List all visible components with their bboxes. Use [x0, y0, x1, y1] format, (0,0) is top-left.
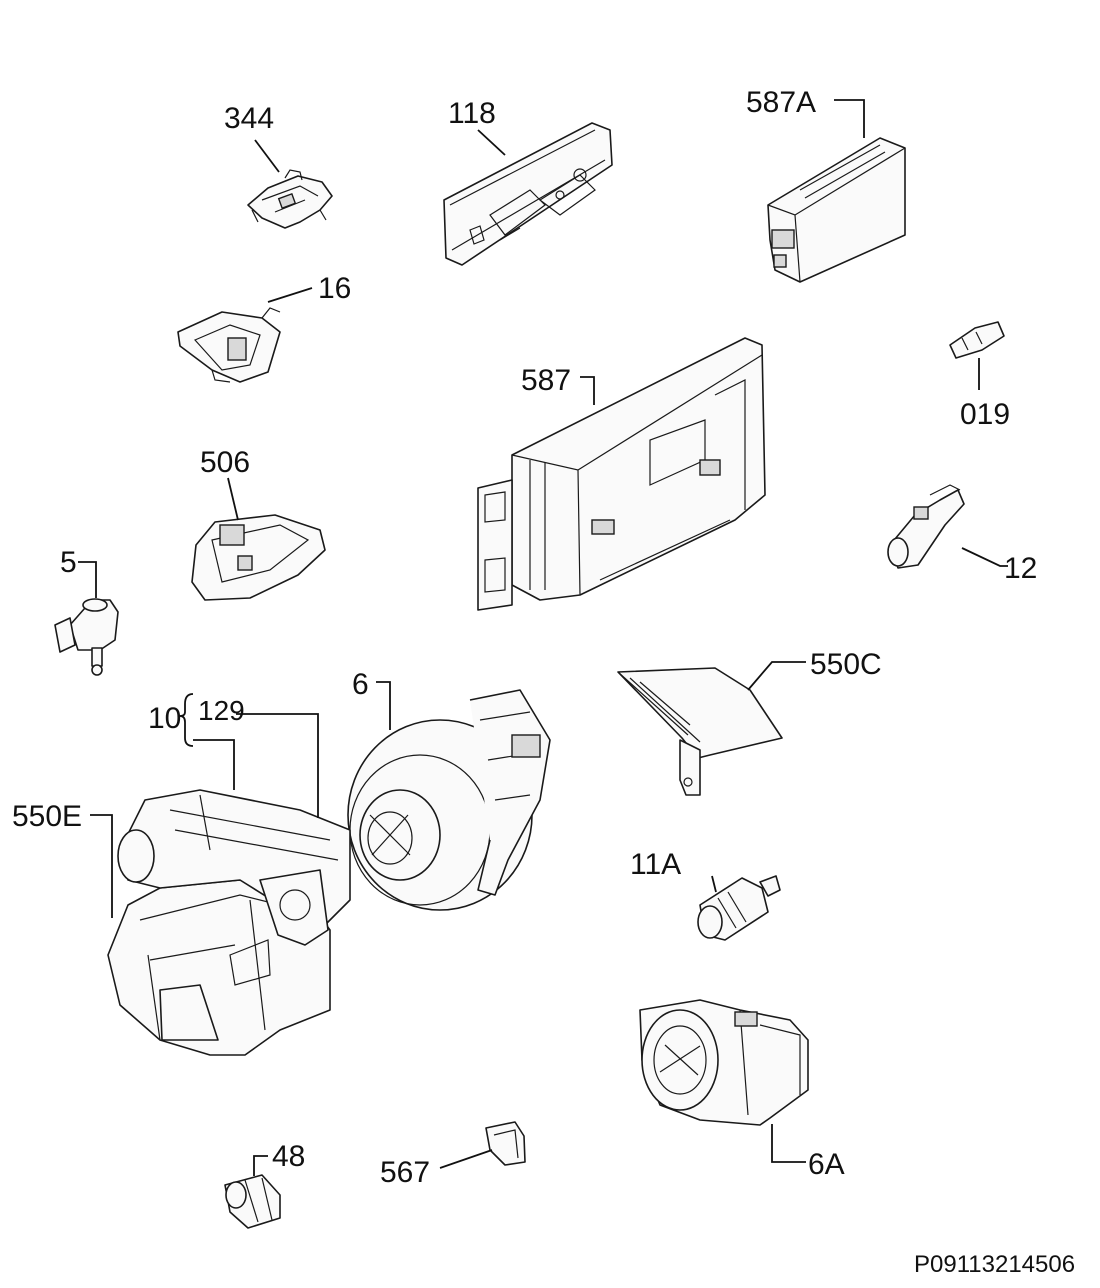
- label-6: 6: [352, 668, 369, 701]
- part-6A: [639, 999, 809, 1126]
- leader-506: [227, 477, 239, 521]
- leader-5: [78, 561, 97, 598]
- leader-6: [376, 681, 391, 730]
- label-16: 16: [318, 272, 351, 305]
- label-10: 10: [148, 702, 181, 735]
- leader-118: [477, 129, 506, 156]
- leader-587A: [834, 99, 865, 138]
- label-567: 567: [380, 1156, 430, 1189]
- part-550C: [617, 667, 783, 796]
- leader-11A: [711, 875, 717, 893]
- part-118: [443, 122, 613, 266]
- part-506: [191, 514, 326, 601]
- leader-550C: [747, 661, 806, 691]
- leader-587: [580, 376, 595, 405]
- brace-10: [179, 693, 194, 747]
- part-129: [117, 789, 351, 946]
- part-019: [949, 321, 1005, 359]
- label-5: 5: [60, 546, 77, 579]
- label-11A: 11A: [630, 848, 681, 881]
- leader-129: [236, 713, 319, 818]
- part-587: [477, 337, 766, 611]
- part-48: [224, 1174, 281, 1229]
- leader-550E: [90, 814, 113, 918]
- part-12: [887, 484, 965, 569]
- label-506: 506: [200, 446, 250, 479]
- part-587A: [767, 137, 906, 283]
- leader-567: [439, 1149, 493, 1169]
- part-11A: [697, 875, 781, 941]
- label-587A: 587A: [746, 86, 816, 119]
- label-6A: 6A: [808, 1148, 845, 1181]
- part-6: [347, 689, 551, 911]
- label-12: 12: [1004, 552, 1037, 585]
- leader-12: [961, 547, 1008, 567]
- label-019: 019: [960, 398, 1010, 431]
- leader-10: [193, 739, 235, 790]
- label-118: 118: [448, 97, 496, 130]
- part-567: [485, 1121, 526, 1166]
- label-550C: 550C: [810, 648, 882, 681]
- leader-48: [253, 1155, 268, 1176]
- part-5: [54, 598, 119, 676]
- label-550E: 550E: [12, 800, 82, 833]
- leader-344: [254, 139, 280, 173]
- leader-6A: [771, 1124, 806, 1163]
- label-129: 129: [198, 695, 245, 726]
- diagram-id: P09113214506: [914, 1251, 1075, 1278]
- part-16: [177, 307, 281, 383]
- part-344: [247, 169, 333, 229]
- label-344: 344: [224, 102, 274, 135]
- leader-16: [267, 287, 313, 303]
- label-48: 48: [272, 1140, 305, 1173]
- label-587: 587: [521, 364, 571, 397]
